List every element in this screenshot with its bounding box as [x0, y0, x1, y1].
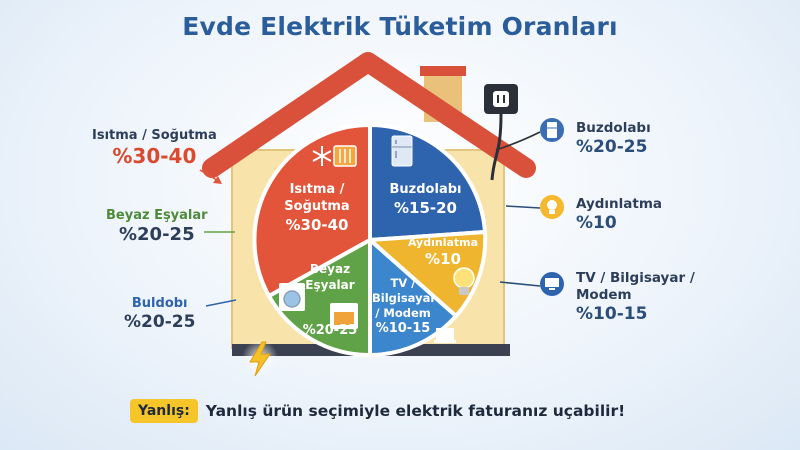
pie-label-heating-value: %30-40: [285, 215, 349, 234]
pie-label-tv: TV / Bilgisayar / Modem %10-15: [372, 276, 437, 338]
label-tv-name: TV / Bilgisayar / Modem: [576, 270, 695, 303]
label-heating-value: %30-40: [112, 144, 197, 169]
plug-socket-icon: [484, 84, 518, 181]
label-appliances: Beyaz Eşyalar %20-25: [106, 208, 208, 247]
pie-slice-lighting: [368, 230, 488, 318]
pie-label-lighting-value: %10: [425, 250, 461, 269]
connector-buldobi: [205, 299, 237, 307]
pie-label-appliances-value: %20-25: [302, 323, 358, 339]
lightning-icon: [242, 340, 278, 377]
pie-label-appliances-name: Beyaz Eşyalar: [305, 262, 355, 292]
label-heating-name: Isıtma / Soğutma: [92, 128, 217, 143]
warning-tag: Yanlış:: [130, 399, 198, 423]
label-lighting-value: %10: [576, 212, 617, 233]
snowflake-icon: [312, 146, 332, 166]
washing-machine-icon: [279, 283, 305, 311]
connector-lighting: [505, 205, 541, 209]
oven-icon: [330, 303, 358, 329]
pie-label-heating: Isıtma / Soğutma %30-40: [272, 182, 362, 235]
fridge-icon: [391, 135, 413, 167]
lightbulb-icon: [540, 195, 564, 219]
pie-label-heating-name: Isıtma / Soğutma: [284, 182, 350, 214]
pie-label-tv-value: %10-15: [375, 320, 431, 336]
pie-label-fridge: Buzdolabı %15-20: [378, 182, 473, 218]
label-fridge-right: Buzdolabı %20-25: [576, 120, 651, 158]
label-tv-right: TV / Bilgisayar / Modem %10-15: [576, 270, 706, 325]
label-lighting-right: Aydınlatma %10: [576, 196, 662, 234]
laptop-icon: [434, 328, 456, 343]
pie-label-lighting-name: Aydınlatma: [407, 236, 479, 249]
warning-banner: Yanlış: Yanlış ürün seçimiyle elektrik f…: [130, 396, 670, 426]
label-appliances-value: %20-25: [118, 224, 195, 246]
label-tv-value: %10-15: [576, 303, 648, 324]
page-title: Evde Elektrik Tüketim Oranları: [182, 12, 618, 41]
pie-label-fridge-name: Buzdolabı: [389, 182, 462, 197]
pie-label-tv-name: TV / Bilgisayar / Modem: [372, 276, 437, 320]
pie-slice-tv: [368, 238, 458, 357]
label-fridge-value: %20-25: [576, 136, 648, 157]
label-appliances-name: Beyaz Eşyalar: [106, 208, 208, 223]
label-heating: Isıtma / Soğutma %30-40: [92, 128, 217, 169]
label-lighting-name: Aydınlatma: [576, 196, 663, 212]
heater-icon: [333, 145, 357, 167]
label-buldobi-name: Buldobı: [131, 296, 188, 311]
connector-fridge: [495, 131, 541, 151]
pie-slice-heating: [252, 122, 372, 298]
label-buldobi: Buldobı %20-25: [124, 296, 195, 334]
pie-label-lighting: Aydınlatma %10: [406, 236, 480, 270]
label-buldobi-value: %20-25: [124, 312, 196, 333]
label-fridge-name: Buzdolabı: [576, 120, 651, 136]
warning-text: Yanlış ürün seçimiyle elektrik faturanız…: [205, 402, 626, 420]
pie-label-appliances: Beyaz Eşyalar %20-25: [300, 262, 360, 340]
fridge-icon: [540, 118, 564, 142]
monitor-icon: [540, 272, 564, 296]
house-roof: [202, 52, 536, 178]
pie-label-fridge-value: %15-20: [393, 198, 457, 217]
lightbulb-icon: [453, 267, 475, 295]
connector-tv: [499, 281, 541, 287]
